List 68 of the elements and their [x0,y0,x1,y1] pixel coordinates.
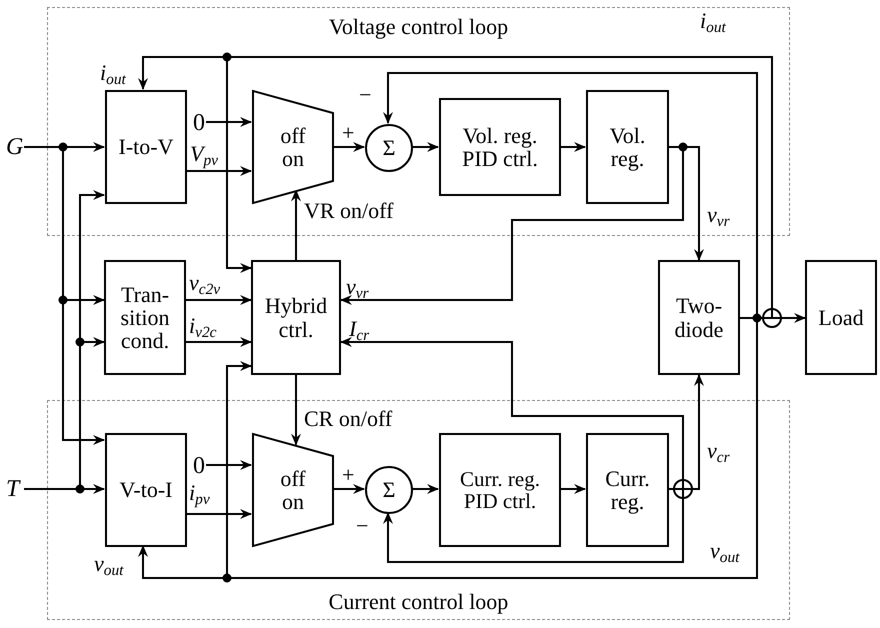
loop-region [47,400,790,620]
signal-arrow [186,166,252,176]
region-title: Current control loop [328,591,508,616]
loop-region [47,7,790,236]
edge-label: − [359,84,372,106]
block-box [439,98,561,196]
signal-label: 0 [193,454,205,478]
signal-arrow [333,484,365,494]
switch-trapezoid [252,433,334,547]
block-box [805,260,877,375]
signal-arrow [186,337,252,347]
block-label: Hybrid ctrl. [264,294,328,341]
signal-arrow [560,484,586,494]
block-box [658,260,740,375]
block-label: Vol. reg. [608,124,646,170]
signal-label: v$_{out}$ [710,540,740,562]
edge-label: + [342,122,354,144]
sum-symbol: Σ [382,478,396,502]
summing-junction [365,466,413,514]
signal-arrow [206,460,252,470]
block-label: Tran- sition cond. [120,282,170,352]
block-label: I-to-V [118,135,174,159]
edge-label: v$_{c2v}$ [189,272,220,294]
edge-label: I$_{cr}$ [349,318,370,340]
edge-label: v$_{vr}$ [707,204,730,226]
block-label: Load [818,306,864,330]
block-box [105,90,187,204]
switch-label: off on [279,124,307,170]
edge-label: v$_{vr}$ [346,276,369,298]
edge-label: v$_{cr}$ [707,440,730,462]
switch-label: off on [279,466,307,514]
block-box [586,90,669,204]
signal-arrow [186,295,252,305]
block-label: Vol. reg. PID ctrl. [461,124,539,170]
signal-arrow [206,117,252,127]
edge-label: i$_{out}$ [100,62,126,84]
edge-label: VR on/off [304,200,394,222]
signal-arrow [186,509,252,519]
signal-arrow [560,142,586,152]
block-box [105,433,187,547]
edge-label: i$_{v2c}$ [189,315,216,337]
signal-label: G [6,135,24,159]
signal-arrow [412,484,439,494]
summing-junction [365,124,413,172]
block-label: V-to-I [120,478,172,502]
edge-label: + [342,464,354,486]
signal-arrow [291,189,301,260]
switch-trapezoid [252,90,334,204]
signal-arrow [291,375,301,446]
region-title: Voltage control loop [328,13,508,38]
block-box [251,260,341,375]
signal-arrow [383,488,684,563]
sum-symbol: Σ [382,136,396,160]
edge-label: − [356,515,368,537]
block-box [439,433,561,547]
edge-label: CR on/off [304,408,392,430]
block-label: Curr. reg. [604,466,651,514]
edge-label: v$_{out}$ [94,553,124,575]
signal-label: i$_{out}$ [700,10,726,32]
signal-arrow [333,142,365,152]
signal-label: T [6,477,20,501]
signal-arrow [340,337,684,490]
block-label: Two- diode [674,294,724,341]
signal-arrow [412,142,439,152]
block-box [104,260,186,375]
block-label: Curr. reg. PID ctrl. [459,468,541,512]
signal-label: 0 [193,111,205,135]
block-box [586,433,669,547]
